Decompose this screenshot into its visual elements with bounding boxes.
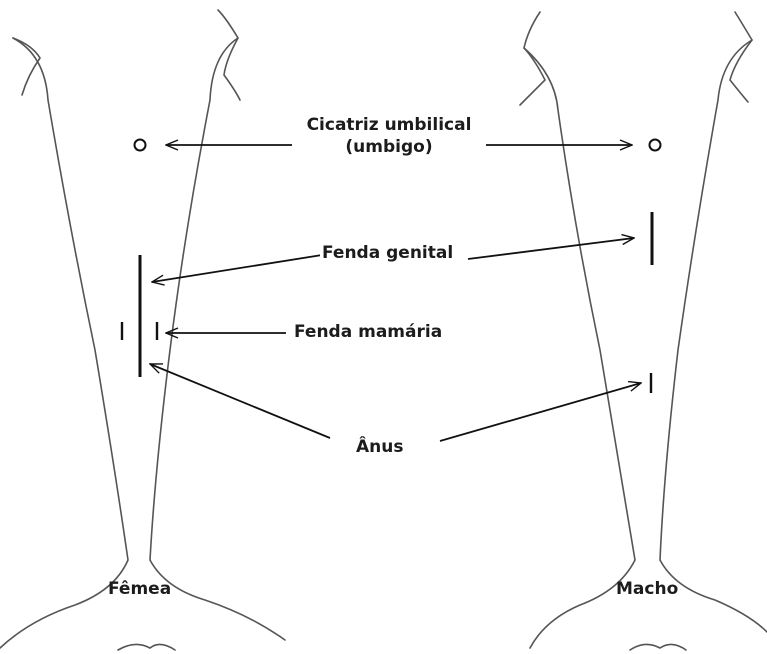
female-body-outline bbox=[0, 10, 285, 650]
pointer-arrows bbox=[150, 145, 641, 441]
male-right-edge bbox=[660, 40, 767, 632]
male-umbilical-mark bbox=[650, 140, 661, 151]
male-left-edge bbox=[524, 12, 635, 648]
male-body-outline bbox=[520, 12, 767, 650]
female-umbilical-mark bbox=[135, 140, 146, 151]
male-fluke-notch bbox=[630, 644, 686, 650]
umbilical-scar-label: Cicatriz umbilical (umbigo) bbox=[292, 114, 486, 158]
mammary-slit-label: Fenda mamária bbox=[292, 321, 444, 343]
female-left-edge bbox=[0, 38, 128, 648]
female-label: Fêmea bbox=[108, 578, 171, 600]
genital-slit-label: Fenda genital bbox=[320, 242, 455, 264]
male-label: Macho bbox=[616, 578, 678, 600]
female-right-edge bbox=[150, 38, 285, 640]
anatomical-marks bbox=[122, 140, 661, 394]
arrow-genital-female bbox=[152, 255, 322, 282]
umbilical-scar-label-line1: Cicatriz umbilical bbox=[294, 114, 484, 136]
umbilical-scar-label-line2: (umbigo) bbox=[294, 136, 484, 158]
female-fluke-notch bbox=[118, 644, 175, 650]
arrow-anus-female bbox=[150, 364, 330, 438]
arrow-genital-male bbox=[468, 238, 634, 259]
anus-label: Ânus bbox=[354, 436, 405, 458]
